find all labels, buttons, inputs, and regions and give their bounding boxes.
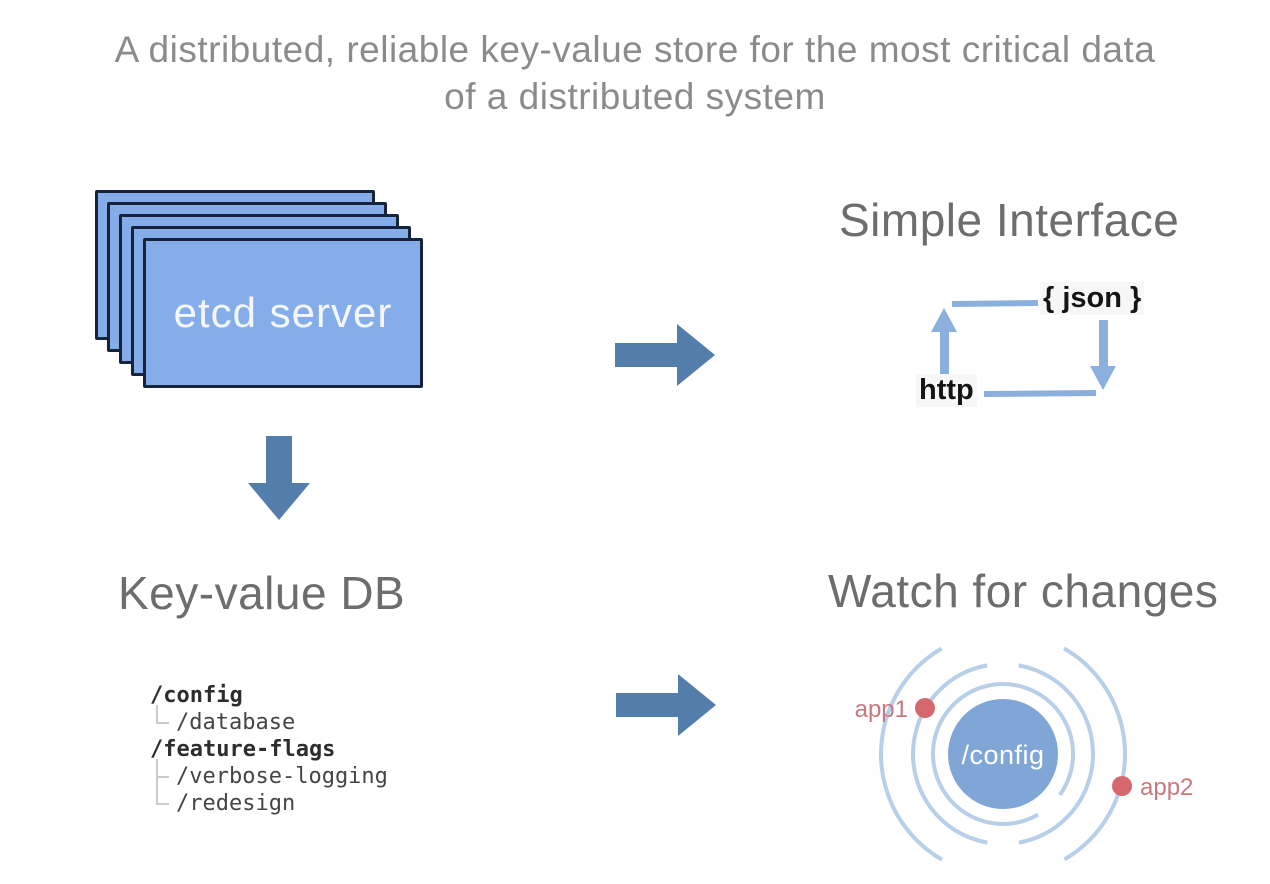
slide-title: A distributed, reliable key-value store … — [0, 26, 1270, 121]
simple-interface-heading: Simple Interface — [839, 194, 1180, 246]
block-arrow-right-top-icon — [615, 324, 715, 386]
block-arrow-right-bottom-icon — [616, 674, 716, 736]
key-value-db-heading: Key-value DB — [118, 567, 406, 619]
watcher-label-app1: app1 — [855, 696, 908, 723]
cycle-bottom-line — [983, 390, 1097, 397]
cycle-top-line — [951, 300, 1039, 307]
tree-connector-icon — [154, 705, 170, 735]
cycle-up-arrow-icon — [931, 308, 957, 383]
watcher-dot-app2-icon — [1112, 776, 1132, 796]
slide-title-line1: A distributed, reliable key-value store … — [114, 29, 1156, 70]
http-json-cycle-icon — [931, 300, 1116, 397]
tree-item-config: /config — [150, 683, 243, 708]
slide-title-line2: of a distributed system — [444, 76, 826, 118]
etcd-server-box-front: etcd server — [143, 238, 423, 388]
watched-key-circle — [948, 699, 1058, 809]
http-label: http — [916, 374, 977, 407]
json-label: { json } — [1040, 282, 1145, 315]
tree-connector-icon — [154, 786, 170, 816]
tree-connector-icon — [154, 759, 170, 792]
watch-for-changes-heading: Watch for changes — [828, 565, 1219, 617]
etcd-server-label: etcd server — [173, 289, 393, 336]
watched-key-label: /config — [961, 740, 1044, 770]
ripple-ring-middle-icon — [911, 662, 1095, 846]
watcher-dot-app1-icon — [915, 698, 935, 718]
tree-item-redesign: /redesign — [150, 786, 388, 816]
key-value-tree: /config /database /feature-flags /verbos… — [150, 681, 388, 816]
cycle-down-arrow-icon — [1090, 320, 1116, 390]
block-arrow-down-icon — [248, 436, 310, 520]
watch-diagram: /config app1 app2 — [855, 630, 1193, 878]
tree-item-feature-flags: /feature-flags — [150, 737, 336, 762]
watcher-label-app2: app2 — [1140, 774, 1193, 801]
ripple-ring-outer-icon — [879, 630, 1127, 878]
tree-item-database: /database — [150, 705, 388, 735]
tree-item-verbose-logging: /verbose-logging — [150, 759, 388, 792]
